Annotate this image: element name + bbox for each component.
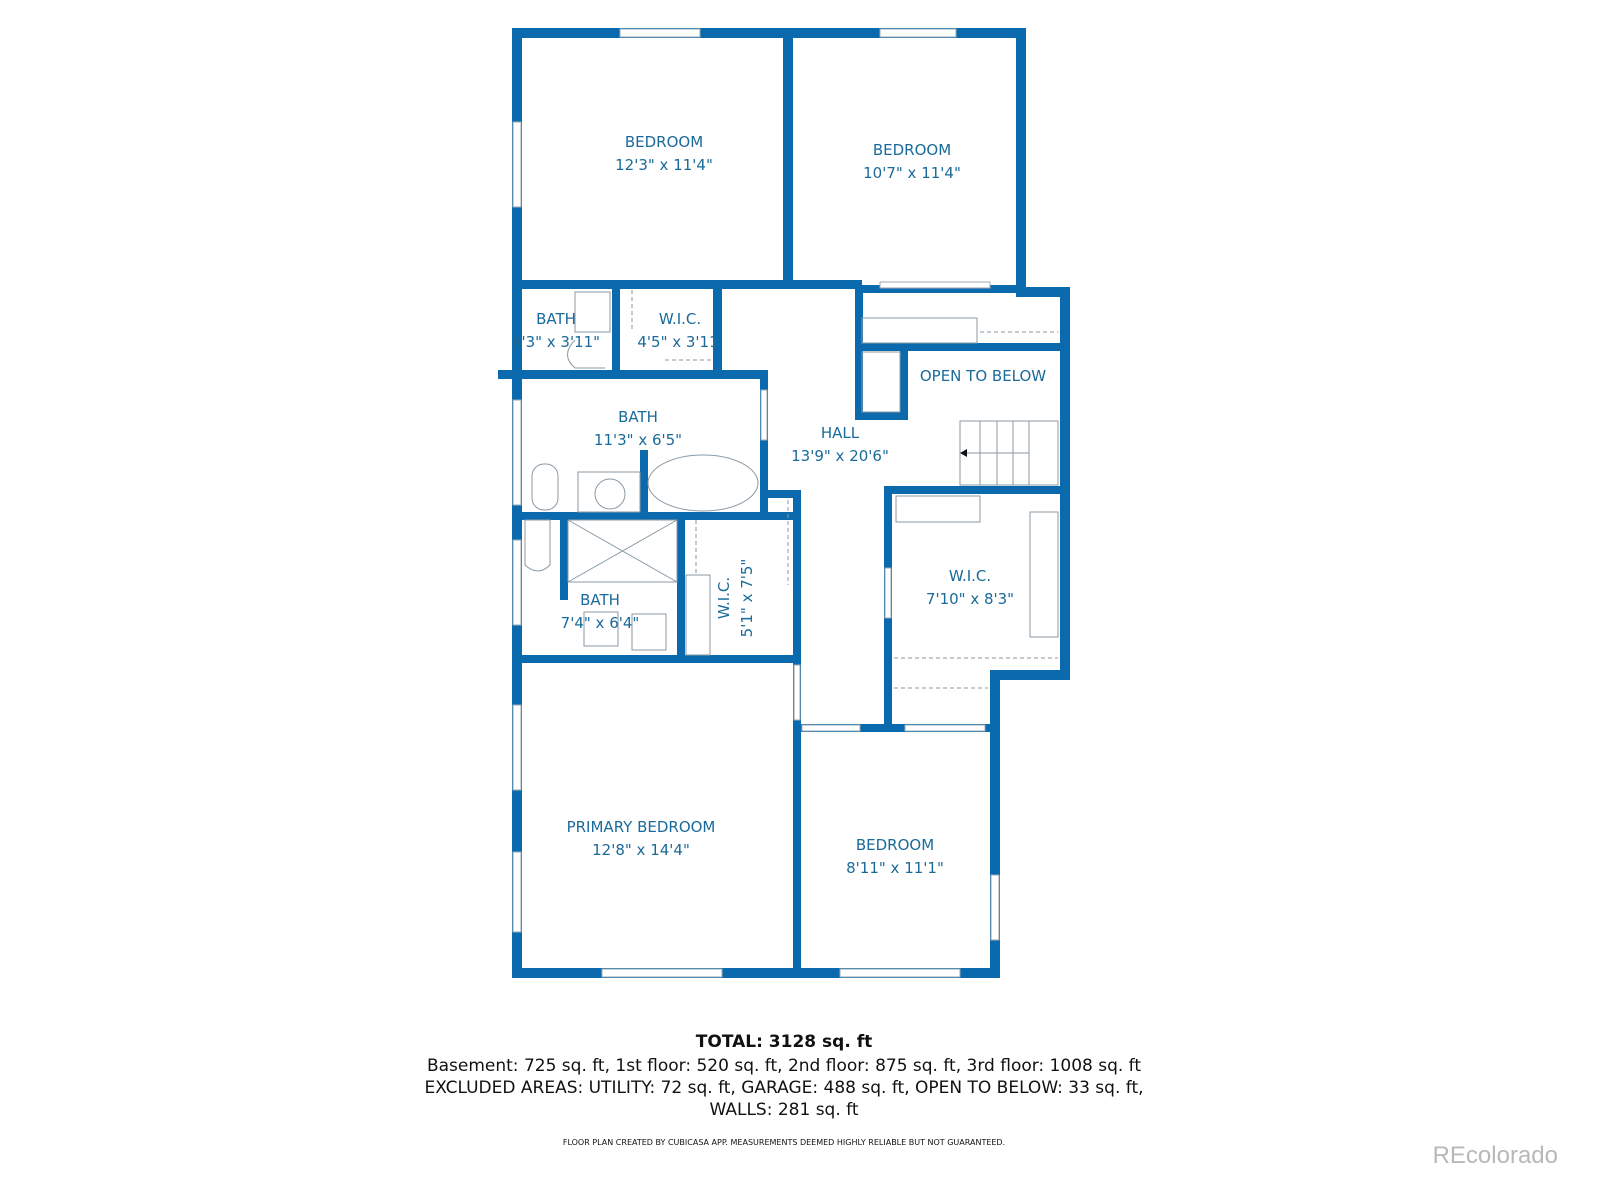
room-dimensions: 10'7" x 11'4" <box>863 164 961 182</box>
floor-areas: Basement: 725 sq. ft, 1st floor: 520 sq.… <box>426 1056 1142 1076</box>
room-name: HALL <box>821 424 860 442</box>
room-name: OPEN TO BELOW <box>920 367 1046 385</box>
room-primary-bedroom: PRIMARY BEDROOM 12'8" x 14'4" <box>567 818 716 859</box>
excluded-areas: EXCLUDED AREAS: UTILITY: 72 sq. ft, GARA… <box>424 1078 1144 1098</box>
room-dimensions: 13'9" x 20'6" <box>791 447 889 465</box>
windows <box>512 28 1000 978</box>
room-name: W.I.C. <box>659 310 701 328</box>
room-name: BATH <box>580 591 620 609</box>
walls-area: WALLS: 281 sq. ft <box>709 1100 859 1120</box>
room-wic-primary: W.I.C. 5'1" x 7'5" <box>715 559 756 638</box>
room-dimensions: 12'3" x 11'4" <box>615 156 713 174</box>
room-open-to-below: OPEN TO BELOW <box>920 367 1046 385</box>
room-bath-main: BATH 11'3" x 6'5" <box>594 408 682 449</box>
room-name: BEDROOM <box>873 141 951 159</box>
total-area: TOTAL: 3128 sq. ft <box>695 1032 873 1052</box>
room-name: BATH <box>536 310 576 328</box>
room-wic-east: W.I.C. 7'10" x 8'3" <box>926 567 1014 608</box>
room-dimensions: 12'8" x 14'4" <box>592 841 690 859</box>
room-dimensions: 4'3" x 3'11" <box>512 333 600 351</box>
room-dimensions: 4'5" x 3'11 <box>637 333 718 351</box>
stair-arrow-icon <box>960 449 967 457</box>
room-bath-small: BATH 4'3" x 3'11" <box>512 310 600 351</box>
room-bath-primary: BATH 7'4" x 6'4" <box>561 591 640 632</box>
room-bedroom-ne: BEDROOM 10'7" x 11'4" <box>863 141 961 182</box>
room-name: W.I.C. <box>715 577 733 619</box>
room-name: PRIMARY BEDROOM <box>567 818 716 836</box>
brand-watermark: REcolorado <box>1432 1142 1558 1169</box>
fixtures <box>524 290 1059 689</box>
disclaimer: FLOOR PLAN CREATED BY CUBICASA APP. MEAS… <box>562 1138 1006 1147</box>
room-name: W.I.C. <box>949 567 991 585</box>
room-wic-small: W.I.C. 4'5" x 3'11 <box>637 310 718 351</box>
room-dimensions: 5'1" x 7'5" <box>738 559 756 638</box>
room-name: BATH <box>618 408 658 426</box>
room-dimensions: 7'10" x 8'3" <box>926 590 1014 608</box>
room-dimensions: 7'4" x 6'4" <box>561 614 640 632</box>
room-dimensions: 11'3" x 6'5" <box>594 431 682 449</box>
room-name: BEDROOM <box>625 133 703 151</box>
room-dimensions: 8'11" x 11'1" <box>846 859 944 877</box>
room-bedroom-se: BEDROOM 8'11" x 11'1" <box>846 836 944 877</box>
room-name: BEDROOM <box>856 836 934 854</box>
room-bedroom-nw: BEDROOM 12'3" x 11'4" <box>615 133 713 174</box>
room-hall: HALL 13'9" x 20'6" <box>791 424 889 465</box>
